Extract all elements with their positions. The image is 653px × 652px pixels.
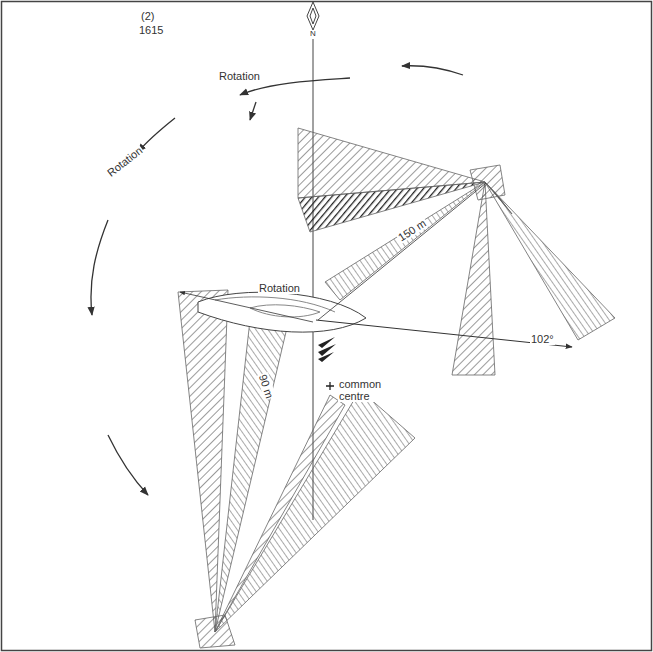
figure-number: (2)	[140, 10, 155, 22]
bearing-line	[316, 320, 572, 347]
rotation-label: Rotation	[218, 70, 261, 82]
rotation-label: Rotation	[104, 144, 145, 180]
bearing-label: 102°	[530, 333, 555, 345]
common-centre	[318, 337, 336, 390]
north-label: N	[309, 30, 317, 39]
vessel	[198, 292, 366, 332]
centre-label: common centre	[338, 378, 392, 402]
rotation-label: Rotation	[258, 282, 301, 294]
rotation-arrows	[91, 66, 463, 495]
north-diamond	[307, 2, 319, 30]
radius-line	[318, 183, 486, 320]
beams-bottom	[178, 290, 415, 648]
figure-id: 1615	[138, 24, 164, 36]
rotation-line	[180, 292, 313, 322]
beams-top	[298, 128, 615, 375]
